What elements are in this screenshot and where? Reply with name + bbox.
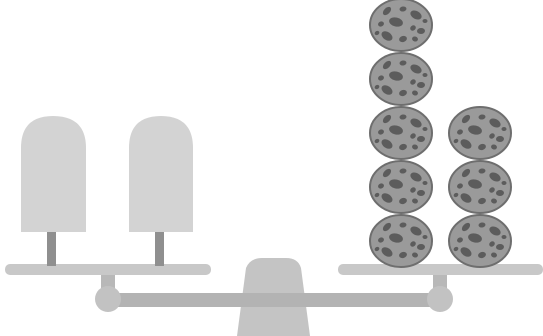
cookie xyxy=(370,0,432,51)
cookie xyxy=(449,161,511,213)
cookie xyxy=(370,161,432,213)
cookie xyxy=(449,215,511,267)
right-plate xyxy=(338,264,543,275)
balance-beam xyxy=(100,293,445,307)
left-hinge xyxy=(95,286,121,312)
cookie-stacks xyxy=(370,0,511,267)
popsicle xyxy=(129,116,193,266)
left-plate xyxy=(5,264,211,275)
popsicle xyxy=(21,116,86,266)
cookie xyxy=(370,215,432,267)
cookie xyxy=(370,53,432,105)
cookie xyxy=(449,107,511,159)
right-hinge xyxy=(427,286,453,312)
cookie xyxy=(370,107,432,159)
